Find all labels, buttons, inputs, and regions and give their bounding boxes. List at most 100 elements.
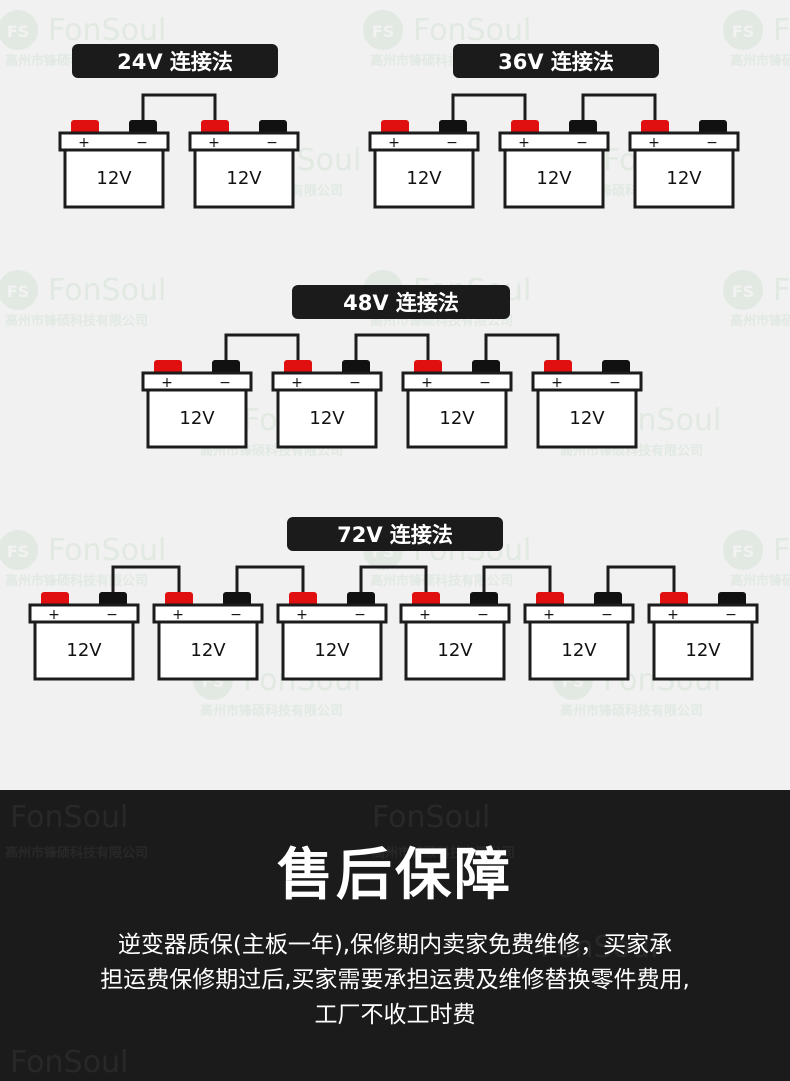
watermark-logo-icon <box>723 530 763 570</box>
watermark-logo-text: FS <box>732 282 754 301</box>
positive-sign: + <box>551 375 563 391</box>
section-title-pill <box>453 44 659 78</box>
negative-sign: − <box>725 607 737 623</box>
watermark-company: 高州市锋硕科技有限公司 <box>200 703 343 719</box>
battery-body <box>281 620 383 681</box>
battery-lid <box>271 371 383 392</box>
connecting-wire <box>224 333 300 361</box>
section-title: 36V 连接法 <box>498 50 614 74</box>
battery-voltage-label: 12V <box>96 168 132 189</box>
battery-body <box>404 620 506 681</box>
watermark-company: 高州市锋硕科技有限公司 <box>730 573 790 589</box>
negative-sign: − <box>601 607 613 623</box>
after-sales-section: FonSoul FonSoul 高州市锋硕科技有限公司 高州市锋硕科技有限公司 … <box>0 790 790 1081</box>
watermark-brand: FonSoul <box>773 13 790 48</box>
negative-terminal <box>569 120 597 135</box>
battery-lid <box>152 603 264 624</box>
battery-voltage-label: 12V <box>569 408 605 429</box>
watermark-logo-icon <box>0 270 38 310</box>
battery-voltage-label: 12V <box>66 640 102 661</box>
connecting-wire <box>111 565 181 593</box>
negative-terminal <box>259 120 287 135</box>
battery-body <box>193 148 295 209</box>
positive-sign: + <box>388 135 400 151</box>
battery-body <box>146 388 248 449</box>
positive-sign: + <box>421 375 433 391</box>
watermark-logo-icon <box>0 10 38 50</box>
watermark-brand: FonSoul <box>48 13 166 48</box>
watermark-brand: FonSoul <box>413 13 531 48</box>
battery-body <box>63 148 165 209</box>
after-sales-title: 售后保障 <box>277 843 513 908</box>
battery: +−12V <box>152 592 264 681</box>
negative-terminal <box>439 120 467 135</box>
negative-sign: − <box>477 607 489 623</box>
positive-sign: + <box>291 375 303 391</box>
battery: +−12V <box>647 592 759 681</box>
positive-terminal <box>289 592 317 607</box>
connecting-wire <box>482 565 552 593</box>
battery-body <box>406 388 508 449</box>
battery-body <box>528 620 630 681</box>
battery-voltage-label: 12V <box>314 640 350 661</box>
negative-terminal <box>718 592 746 607</box>
watermark-logo-icon <box>363 10 403 50</box>
negative-terminal <box>699 120 727 135</box>
battery: +−12V <box>141 360 253 449</box>
positive-sign: + <box>161 375 173 391</box>
after-sales-line: 逆变器质保(主板一年),保修期内卖家免费维修，买家承 <box>117 932 673 958</box>
battery: +−12V <box>399 592 511 681</box>
battery-voltage-label: 12V <box>309 408 345 429</box>
positive-sign: + <box>648 135 660 151</box>
after-sales-description: 逆变器质保(主板一年),保修期内卖家免费维修，买家承 担运费保修期过后,买家需要… <box>0 928 790 1033</box>
watermark-group: FS FonSoul 高州市锋硕科技有限公司 <box>723 10 790 69</box>
battery: +−12V <box>531 360 643 449</box>
battery-lid <box>531 371 643 392</box>
positive-sign: + <box>667 607 679 623</box>
battery: +−12V <box>401 360 513 449</box>
battery-diagram-svg: FS FonSoul 高州市锋硕科技有限公司 FS FonSoul 高州市锋硕科技有限公司… <box>0 10 790 719</box>
watermark-company: 高州市锋硕科技有限公司 <box>730 53 790 69</box>
negative-sign: − <box>230 607 242 623</box>
battery: +−12V <box>28 592 140 681</box>
battery: +−12V <box>271 360 383 449</box>
connecting-wire <box>484 333 560 361</box>
connecting-wire <box>141 93 217 121</box>
watermark-logo-text: FS <box>732 542 754 561</box>
positive-terminal <box>165 592 193 607</box>
watermark-logo-text: FS <box>732 22 754 41</box>
positive-sign: + <box>518 135 530 151</box>
negative-terminal <box>99 592 127 607</box>
watermark-company: 高州市锋硕科技有限公司 <box>560 703 703 719</box>
section-title: 48V 连接法 <box>343 291 459 315</box>
negative-terminal <box>594 592 622 607</box>
battery-voltage-label: 12V <box>439 408 475 429</box>
positive-sign: + <box>208 135 220 151</box>
watermark-brand: FonSoul <box>10 1045 129 1080</box>
connection-diagram: FS FonSoul 高州市锋硕科技有限公司 FS FonSoul 高州市锋硕科技有限公司… <box>0 10 790 719</box>
positive-sign: + <box>172 607 184 623</box>
positive-sign: + <box>419 607 431 623</box>
watermark-logo-text: FS <box>372 22 394 41</box>
connecting-wire <box>606 565 676 593</box>
section-title: 72V 连接法 <box>337 523 453 547</box>
watermark-company: 高州市锋硕科技有限公司 <box>5 573 148 589</box>
battery-lid <box>523 603 635 624</box>
battery-body <box>373 148 475 209</box>
section-title-pill <box>287 517 503 551</box>
positive-terminal <box>641 120 669 135</box>
battery: +−12V <box>368 120 480 209</box>
battery-body <box>503 148 605 209</box>
watermark-logo-icon <box>723 270 763 310</box>
battery-body <box>652 620 754 681</box>
positive-terminal <box>414 360 442 375</box>
positive-sign: + <box>296 607 308 623</box>
watermark-company: 高州市锋硕科技有限公司 <box>370 573 513 589</box>
after-sales-line: 担运费保修期过后,买家需要承担运费及维修替换零件费用, <box>100 967 690 993</box>
positive-terminal <box>511 120 539 135</box>
